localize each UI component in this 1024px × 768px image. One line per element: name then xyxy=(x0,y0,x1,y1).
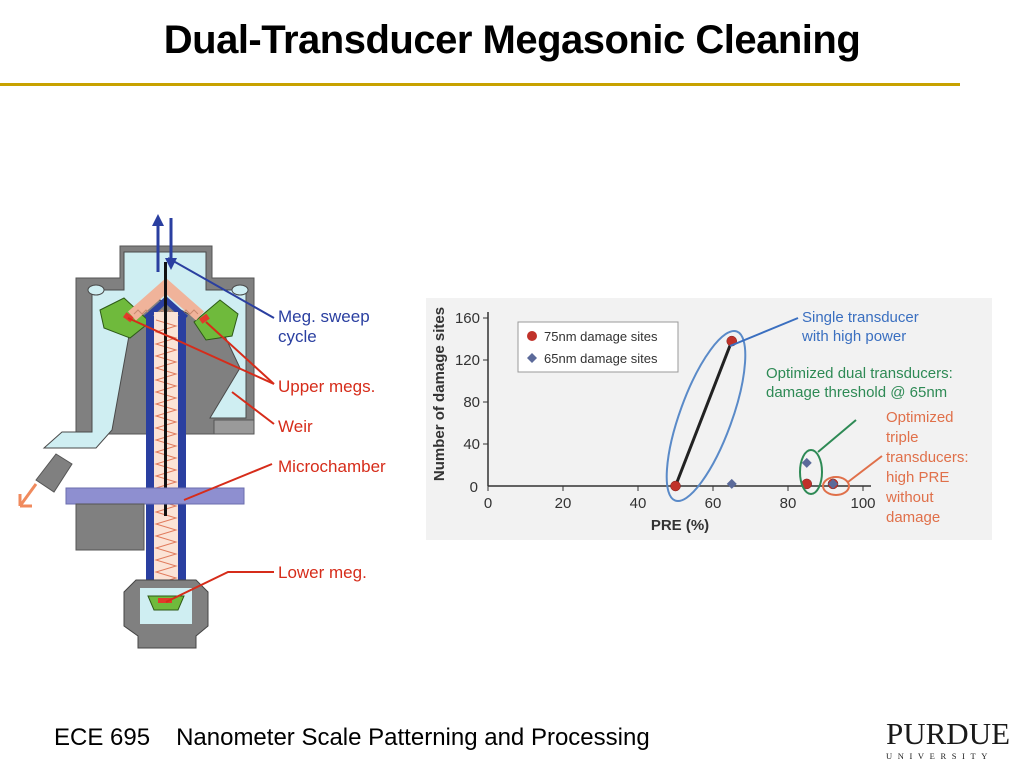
label-sweep-line2: cycle xyxy=(278,327,317,346)
purdue-logo: PURDUE UNIVERSITY xyxy=(886,718,1022,764)
annotation-dual-line2: damage threshold @ 65nm xyxy=(766,384,947,401)
label-upper-megs: Upper megs. xyxy=(278,377,375,396)
label-lower-meg: Lower meg. xyxy=(278,563,367,582)
legend-marker-65nm xyxy=(527,353,537,363)
leader-weir xyxy=(231,391,275,425)
annotation-single-line1: Single transducer xyxy=(802,309,919,326)
annotation-ring-single xyxy=(665,329,747,503)
legend-marker-75nm xyxy=(527,331,537,341)
leader-upper-left xyxy=(127,317,275,385)
annotation-triple-line3: transducers: xyxy=(886,449,969,466)
logo-subtext: UNIVERSITY xyxy=(886,751,993,761)
annotation-single-line2: with high power xyxy=(801,328,906,345)
cap-plate xyxy=(65,487,245,505)
label-microchamber: Microchamber xyxy=(278,457,386,476)
annotation-leader-single xyxy=(729,317,799,347)
y-axis-label: Number of damage sites xyxy=(431,307,448,481)
x-tick-label: 20 xyxy=(555,495,572,512)
logo-wordmark: PURDUE xyxy=(886,716,1011,751)
annotation-triple-line5: without xyxy=(885,489,934,506)
annotation-ring-triple xyxy=(822,476,850,496)
wafer xyxy=(164,262,167,516)
title-underline xyxy=(0,83,960,86)
annotation-dual-line1: Optimized dual transducers: xyxy=(766,365,953,382)
annotation-triple-line4: high PRE xyxy=(886,469,949,486)
lower-transducer-element xyxy=(158,598,172,603)
y-tick-label: 80 xyxy=(463,394,480,411)
lower-housing xyxy=(75,503,145,551)
x-tick-label: 80 xyxy=(780,495,797,512)
annotation-triple-line6: damage xyxy=(886,509,940,526)
x-axis-label: PRE (%) xyxy=(651,517,709,534)
annotation-triple-line1: Optimized xyxy=(886,409,954,426)
point-75nm xyxy=(670,480,681,492)
y-tick-label: 120 xyxy=(455,352,480,369)
point-65nm xyxy=(828,478,838,489)
annotation-triple-line2: triple xyxy=(886,429,919,446)
legend-label-65nm: 65nm damage sites xyxy=(544,351,658,366)
annotation-ring-dual xyxy=(799,449,823,495)
annotation-leader-triple xyxy=(847,455,883,483)
trend-line xyxy=(674,340,734,487)
page-title: Dual-Transducer Megasonic Cleaning xyxy=(163,18,861,62)
y-tick-label: 0 xyxy=(470,479,478,496)
x-tick-label: 60 xyxy=(705,495,722,512)
footer: ECE 695 Nanometer Scale Patterning and Pr… xyxy=(54,724,650,752)
port-right xyxy=(231,284,249,296)
y-tick-label: 40 xyxy=(463,436,480,453)
point-65nm xyxy=(726,478,737,489)
label-sweep-line1: Meg. sweep xyxy=(278,307,370,326)
footer-course: ECE 695 xyxy=(54,724,151,751)
fluid-column-wave xyxy=(154,319,178,597)
port-left xyxy=(87,284,105,296)
upper-transducer-right-element xyxy=(199,313,210,324)
x-tick-label: 100 xyxy=(850,495,875,512)
x-tick-label: 40 xyxy=(630,495,647,512)
microchamber-wall-left xyxy=(146,316,154,598)
damage-scatter-chart: 0 20 40 60 80 100 0 40 80 120 160 Number of damage… xyxy=(426,298,992,540)
microchamber-wall-right xyxy=(178,316,186,598)
outlet-pipe xyxy=(35,453,73,493)
label-weir: Weir xyxy=(278,417,313,436)
megasonic-diagram: Meg. sweep cycle Upper megs. Weir Microc… xyxy=(18,214,386,649)
annotation-leader-dual xyxy=(817,419,857,453)
leader-upper-right xyxy=(205,321,275,385)
footer-subject: Nanometer Scale Patterning and Processin… xyxy=(176,724,650,751)
leader-sweep xyxy=(167,257,275,319)
outlet-arrow-icon xyxy=(18,483,38,508)
annotation-triple: Optimized triple transducers: high PRE w… xyxy=(885,409,973,526)
legend-box xyxy=(517,321,679,373)
annotation-single: Single transducer with high power xyxy=(801,309,923,345)
x-tick-label: 0 xyxy=(484,495,492,512)
upper-transducer-right xyxy=(193,299,239,341)
leader-microchamber xyxy=(183,463,273,501)
leader-lower-meg xyxy=(165,571,274,603)
sweep-arrow-up-head xyxy=(152,214,164,226)
point-65nm xyxy=(801,457,812,468)
legend-label-75nm: 75nm damage sites xyxy=(544,329,658,344)
y-tick-label: 160 xyxy=(455,310,480,327)
weir-shelf xyxy=(213,419,255,435)
annotation-dual: Optimized dual transducers: damage thres… xyxy=(766,365,957,401)
